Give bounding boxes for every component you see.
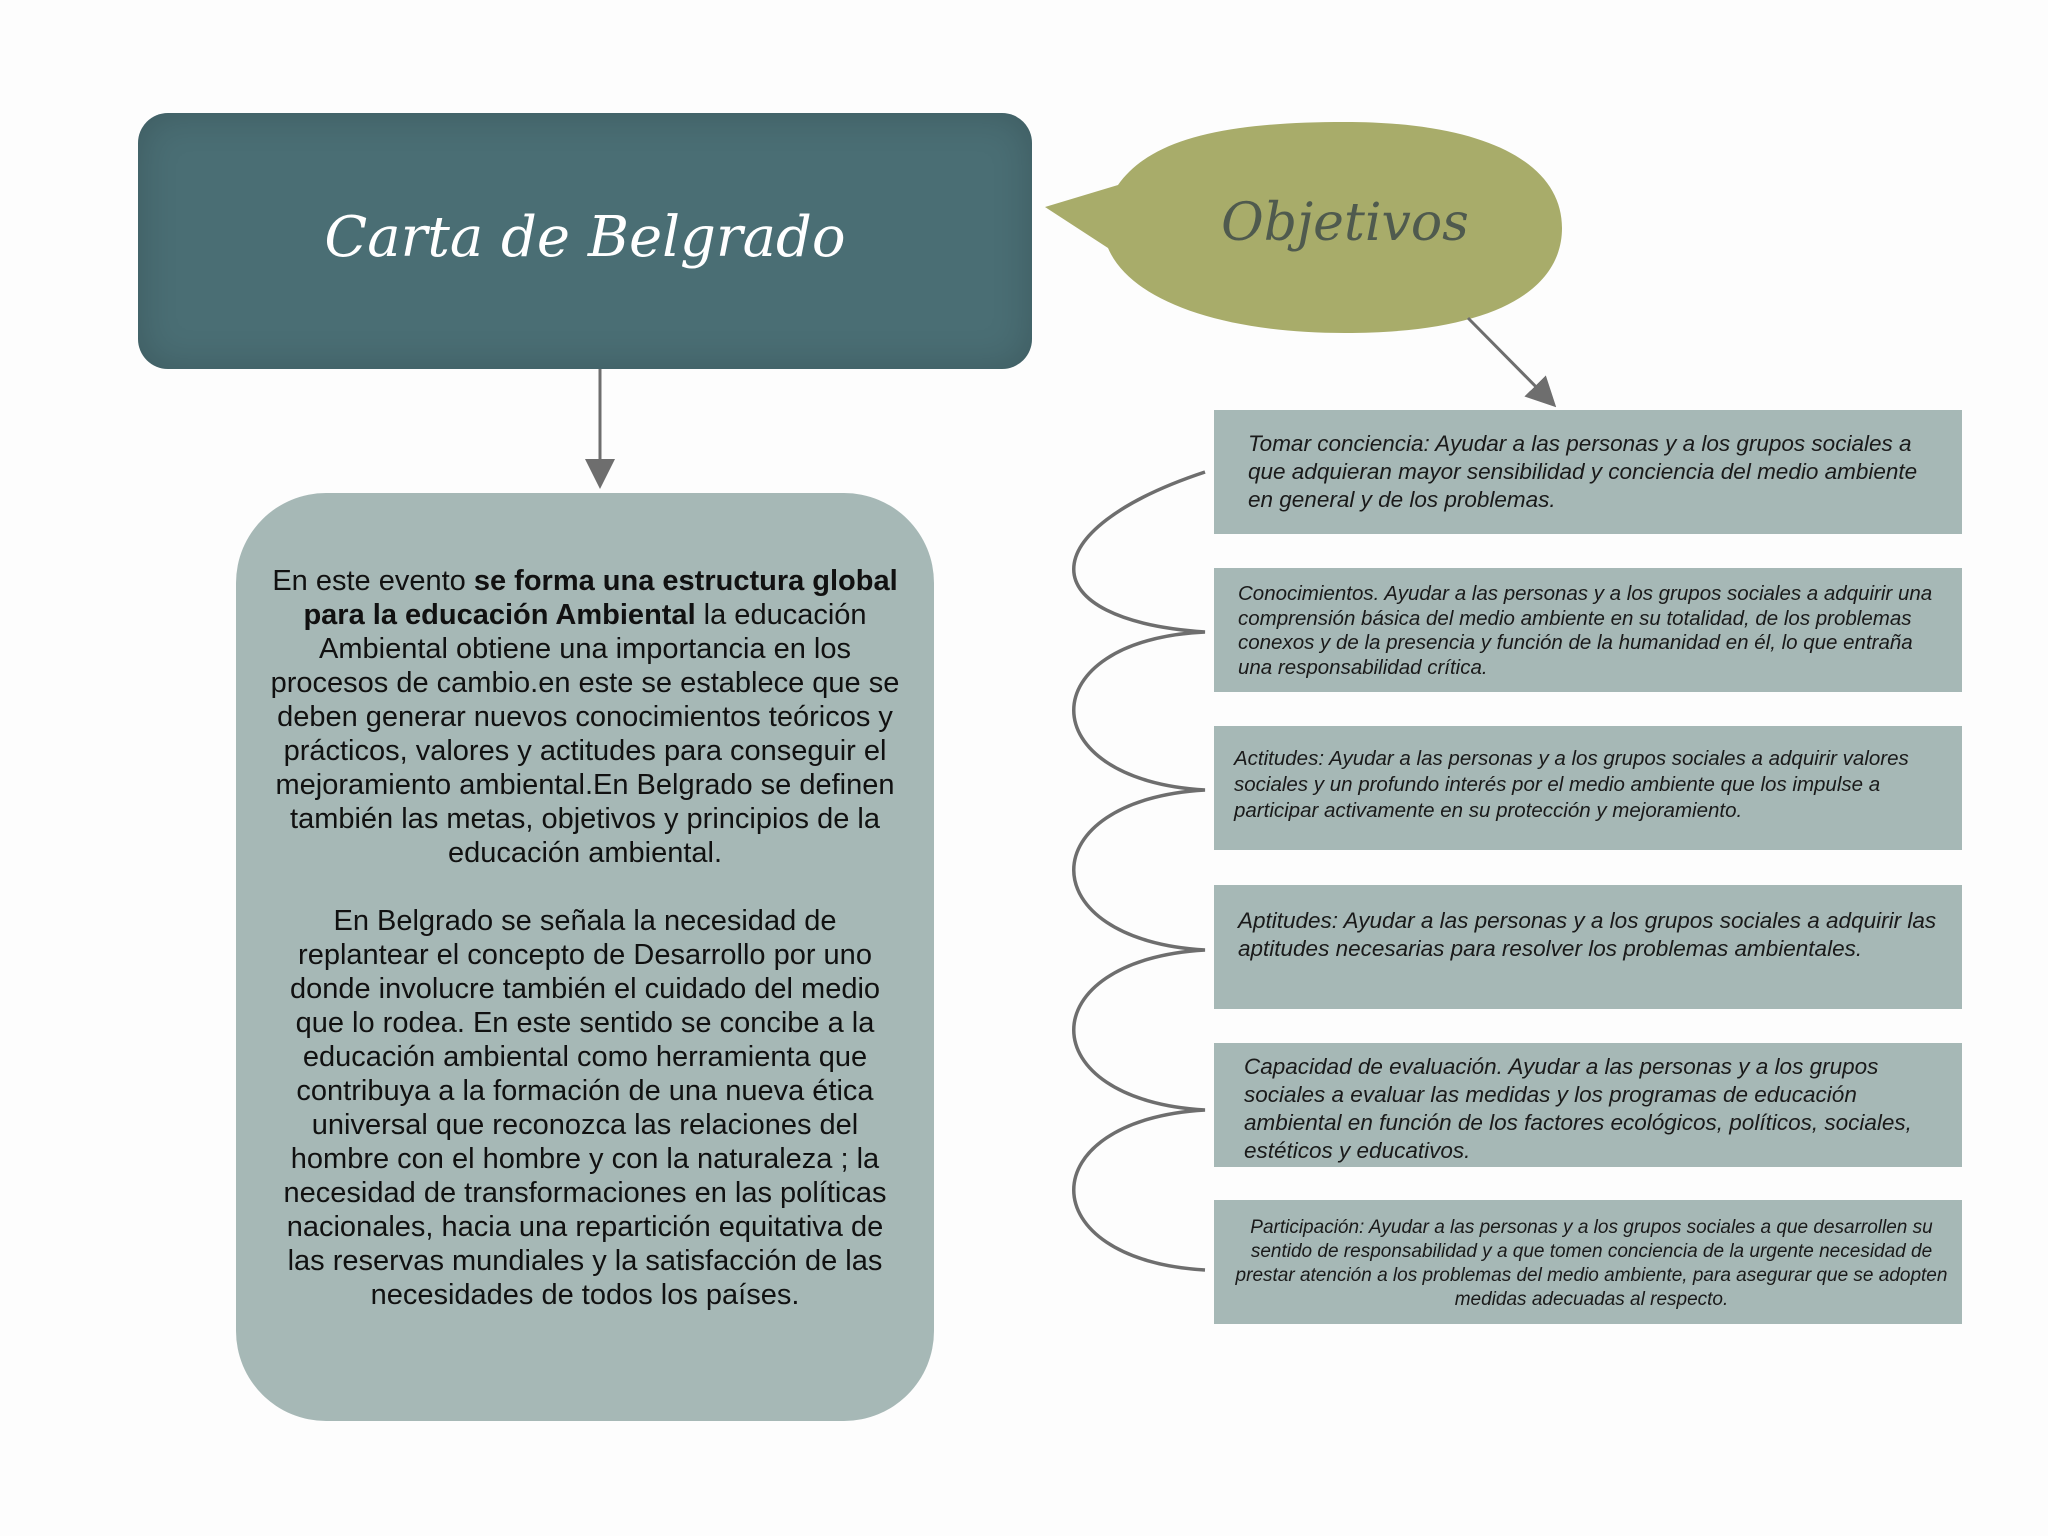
objectives-label: Objetivos [1221,193,1469,253]
bubble-to-objectives-arrow [1466,316,1557,408]
objective-text-5: Capacidad de evaluación. Ayudar a las pe… [1244,1054,1912,1163]
objective-box-6: Participación: Ayudar a las personas y a… [1214,1200,1962,1324]
objective-box-4: Aptitudes: Ayudar a las personas y a los… [1214,885,1962,1009]
main-p1-bold: se forma una estructura global para la e… [303,565,898,631]
main-description-box [236,493,934,1421]
objective-box-1: Tomar conciencia: Ayudar a las personas … [1214,410,1962,534]
title-text: Carta de Belgrado [324,205,846,270]
objective-box-2: Conocimientos. Ayudar a las personas y a… [1214,568,1962,692]
title-box [138,113,1032,369]
objective-text-2: Conocimientos. Ayudar a las personas y a… [1238,582,1933,679]
objectives-bubble [1045,122,1562,333]
objective-text-4: Aptitudes: Ayudar a las personas y a los… [1238,908,1937,961]
objective-text-3: Actitudes: Ayudar a las personas y a los… [1234,747,1909,822]
main-paragraph-1: En este evento se forma una estructura g… [270,564,900,870]
objective-box-3: Actitudes: Ayudar a las personas y a los… [1214,726,1962,850]
objective-text-1: Tomar conciencia: Ayudar a las personas … [1248,431,1918,512]
objective-box-5: Capacidad de evaluación. Ayudar a las pe… [1214,1043,1962,1167]
main-p1-pre: En este evento [272,565,474,597]
objective-text-6: Participación: Ayudar a las personas y a… [1235,1217,1948,1310]
objectives-wave-connector [1072,470,1206,1272]
main-description-text: En este evento se forma una estructura g… [270,564,900,1312]
main-paragraph-2: En Belgrado se señala la necesidad de re… [283,905,887,1311]
main-p1-post: la educación Ambiental obtiene una impor… [270,599,900,869]
